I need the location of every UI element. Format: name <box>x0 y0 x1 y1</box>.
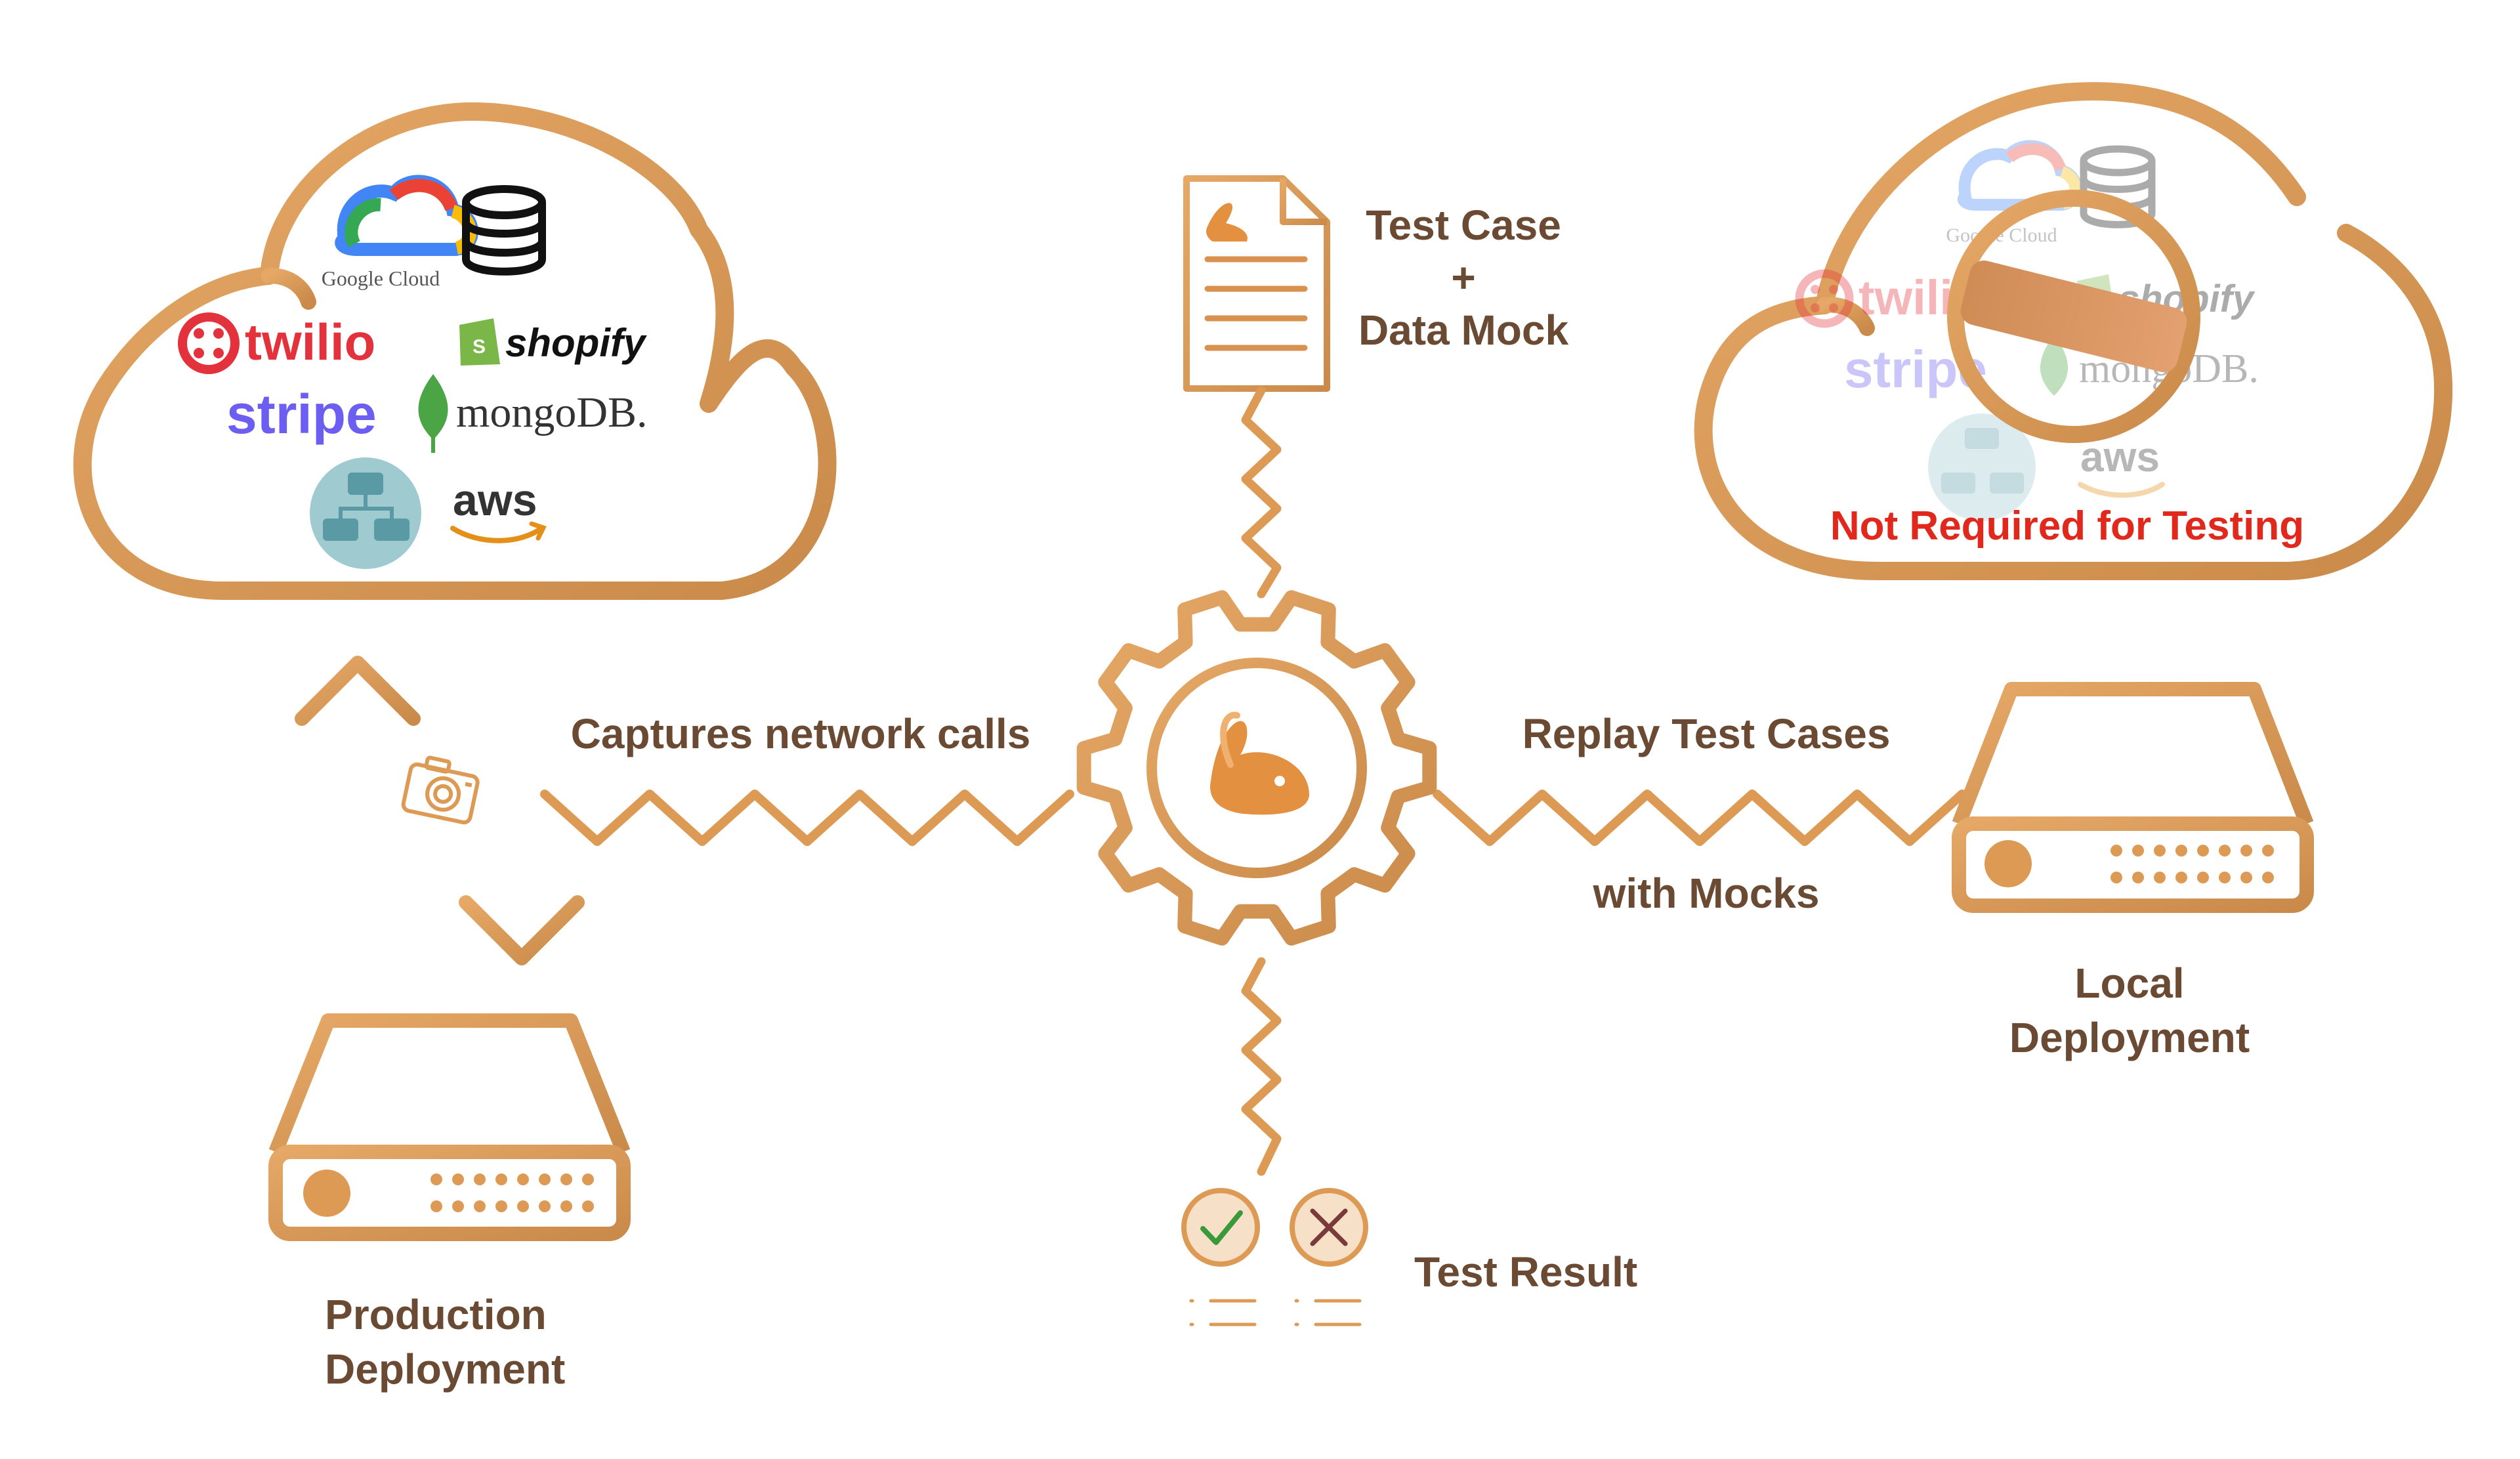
not-required-warning: Not Required for Testing <box>1830 503 2304 549</box>
cluster-database-icon <box>310 457 421 569</box>
cloud-icon <box>1694 82 2453 580</box>
svg-text:S: S <box>472 336 486 358</box>
capture-arrows <box>295 636 585 988</box>
google-cloud-logo: Google Cloud <box>322 175 478 290</box>
test-case-plus: + <box>1451 254 1475 301</box>
shopify-label: shopify <box>505 321 647 365</box>
production-label: Production <box>325 1291 547 1338</box>
data-mock-label: Data Mock <box>1358 307 1569 354</box>
gear-icon <box>1076 590 1437 946</box>
local-label: Local <box>2074 960 2184 1007</box>
arrow-down-head <box>459 895 585 965</box>
camera-icon <box>401 755 480 825</box>
arrow-up-head <box>295 656 421 726</box>
server-leds <box>2110 845 2274 883</box>
mongodb-label: mongoDB. <box>456 389 648 436</box>
twilio-logo: twilio <box>178 312 375 374</box>
test-result-icons <box>1181 1188 1368 1326</box>
test-result-label: Test Result <box>1414 1248 1637 1296</box>
with-mocks-label: with Mocks <box>1593 870 1820 917</box>
zigzag-bottom <box>1241 957 1282 1176</box>
production-deployment-label: Deployment <box>325 1345 565 1393</box>
zigzag-top <box>1241 386 1282 599</box>
stripe-label: stripe <box>226 383 377 445</box>
server-icon <box>268 1013 631 1241</box>
list-icon <box>1294 1299 1362 1326</box>
server-icon <box>1952 682 2314 913</box>
document-icon <box>1183 175 1330 392</box>
aws-logo: aws <box>2078 433 2165 498</box>
cluster-database-icon <box>1928 413 2036 521</box>
zigzag-left <box>540 790 1074 846</box>
test-case-label: Test Case <box>1366 201 1561 249</box>
rabbit-logo-icon <box>1210 711 1309 815</box>
production-cloud: Google Cloud twilio S shopify stripe <box>73 102 837 600</box>
zigzag-right <box>1433 790 1967 846</box>
local-deployment-label: Deployment <box>2009 1014 2250 1061</box>
list-icon <box>1189 1299 1257 1326</box>
forbidden-icon <box>1947 190 2200 443</box>
mongodb-logo: mongoDB. <box>418 374 648 453</box>
shopify-logo: S shopify <box>459 318 647 366</box>
cloud-icon <box>73 102 837 600</box>
aws-label: aws <box>453 475 537 525</box>
server-leds <box>430 1174 594 1212</box>
captures-label: Captures network calls <box>571 710 1031 757</box>
aws-logo: aws <box>450 475 547 543</box>
replay-label: Replay Test Cases <box>1522 710 1891 757</box>
database-icon <box>462 185 546 276</box>
check-icon <box>1181 1188 1260 1267</box>
google-cloud-label: Google Cloud <box>322 266 440 290</box>
test-cloud: Google Cloud twilio shopify stripe <box>1694 82 2453 580</box>
twilio-label: twilio <box>245 313 375 371</box>
rabbit-logo-icon <box>1206 203 1248 242</box>
